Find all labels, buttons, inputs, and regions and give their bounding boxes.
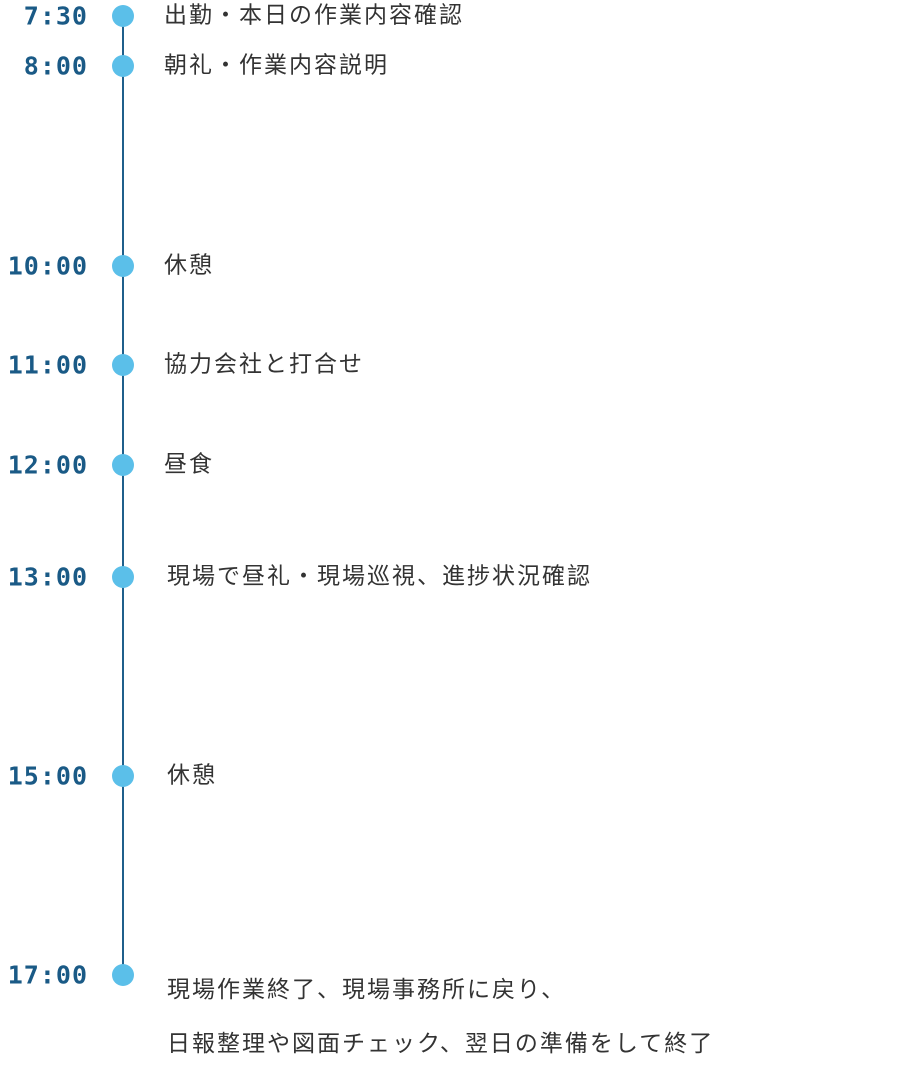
entry-time: 13:00 <box>7 562 88 592</box>
entry-event-line-2: 日報整理や図面チェック、翌日の準備をして終了 <box>167 1031 715 1057</box>
schedule-timeline: 7:30 出勤・本日の作業内容確認 8:00 朝礼・作業内容説明 10:00 休… <box>7 1 713 1058</box>
entry-time: 10:00 <box>7 251 88 281</box>
timeline-dot <box>112 55 134 77</box>
entry-event: 出勤・本日の作業内容確認 <box>164 2 464 29</box>
timeline-dot <box>112 566 134 588</box>
entry-event-line-1: 現場作業終了、現場事務所に戻り、 <box>167 977 567 1003</box>
timeline-dot <box>112 765 134 787</box>
timeline-dot <box>112 964 134 986</box>
entry-time: 17:00 <box>7 960 88 990</box>
entry-event: 協力会社と打合せ <box>164 351 364 378</box>
entry-event: 現場作業終了、現場事務所に戻り、 日報整理や図面チェック、翌日の準備をして終了 <box>167 963 714 1071</box>
timeline-dot <box>112 255 134 277</box>
entry-event: 休憩 <box>164 252 214 279</box>
entry-time: 7:30 <box>23 1 88 31</box>
entry-event: 昼食 <box>164 451 214 478</box>
timeline-line <box>122 16 124 974</box>
entry-event: 休憩 <box>167 762 217 789</box>
entry-event: 現場で昼礼・現場巡視、進捗状況確認 <box>167 563 592 590</box>
timeline-dot <box>112 454 134 476</box>
entry-time: 11:00 <box>7 350 88 380</box>
entry-time: 8:00 <box>23 51 88 81</box>
entry-time: 15:00 <box>7 761 88 791</box>
entry-time: 12:00 <box>7 450 88 480</box>
timeline-dot <box>112 5 134 27</box>
timeline-dot <box>112 354 134 376</box>
entry-event: 朝礼・作業内容説明 <box>164 52 389 79</box>
